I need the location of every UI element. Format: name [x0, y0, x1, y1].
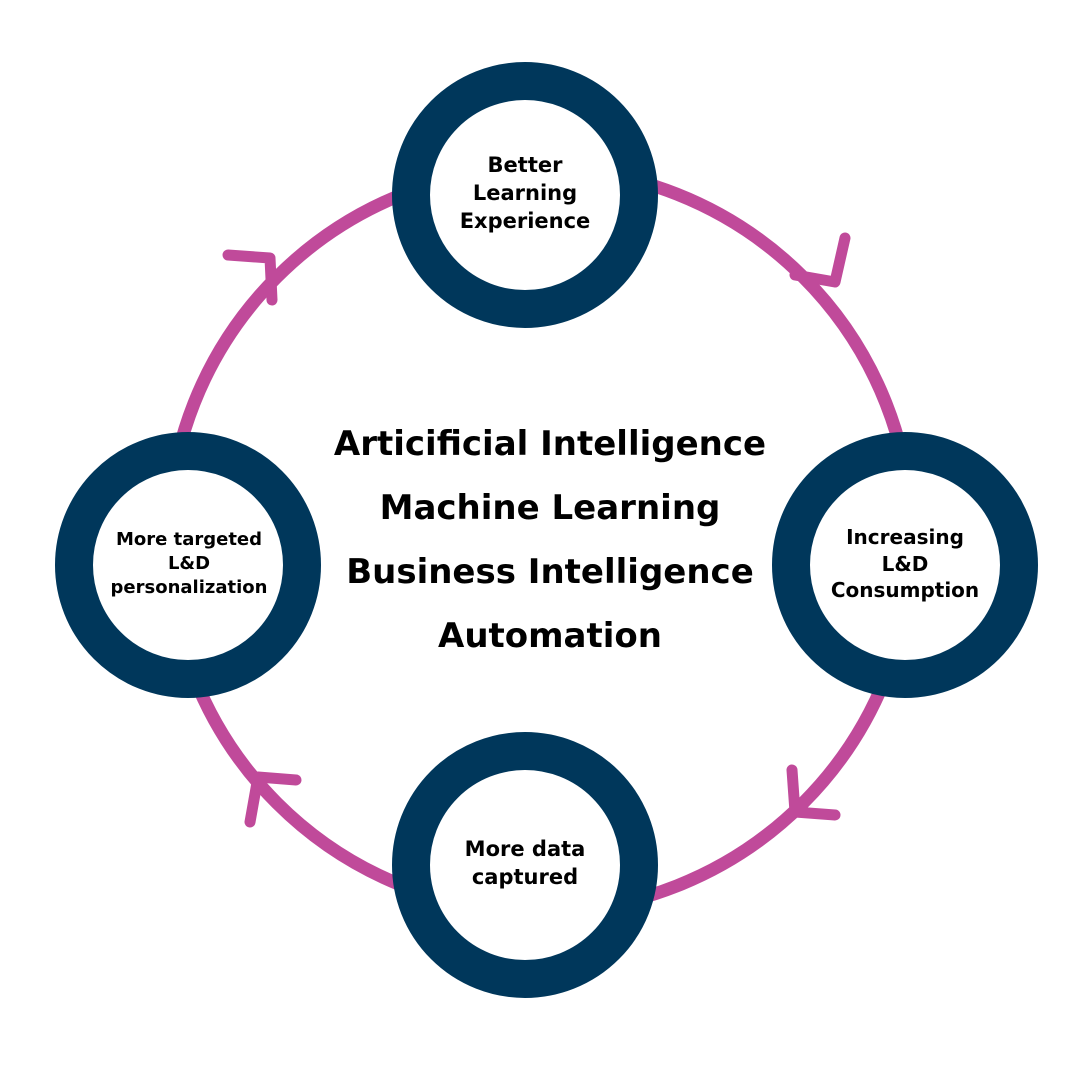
node-bottom-line: More data [464, 837, 586, 862]
node-left-line: L&D [167, 553, 211, 575]
node-top-label: Better Learning Experience [430, 98, 620, 290]
node-left-label: More targeted L&D personalization [94, 468, 284, 660]
arrow-bottom-right [786, 764, 841, 821]
center-topics: Articificial Intelligence Machine Learni… [290, 410, 810, 670]
center-topic-line: Automation [438, 616, 662, 656]
node-left-line: personalization [110, 576, 268, 598]
node-bottom-circle [392, 732, 658, 998]
arrow-bottom-left [244, 771, 302, 828]
node-top-circle [392, 62, 658, 328]
arrow-top-right [789, 232, 851, 288]
center-topic-line: Business Intelligence [346, 552, 754, 592]
node-left-line: More targeted [115, 529, 263, 551]
node-top-line: Experience [459, 208, 591, 233]
node-left-circle [55, 432, 321, 698]
node-right-label: Increasing L&D Consumption [810, 468, 1000, 660]
node-top-line: Better [487, 153, 563, 178]
node-right-line: Consumption [830, 578, 980, 603]
node-bottom-line: captured [471, 865, 579, 889]
node-bottom-label: More data captured [430, 768, 620, 960]
arrow-top-left [222, 249, 278, 306]
node-top-line: Learning [472, 181, 578, 206]
node-right-line: Increasing [846, 525, 964, 550]
center-topic-line: Articificial Intelligence [333, 424, 767, 464]
center-topic-line: Machine Learning [379, 488, 721, 528]
node-right-circle [772, 432, 1038, 698]
node-right-line: L&D [881, 551, 929, 576]
